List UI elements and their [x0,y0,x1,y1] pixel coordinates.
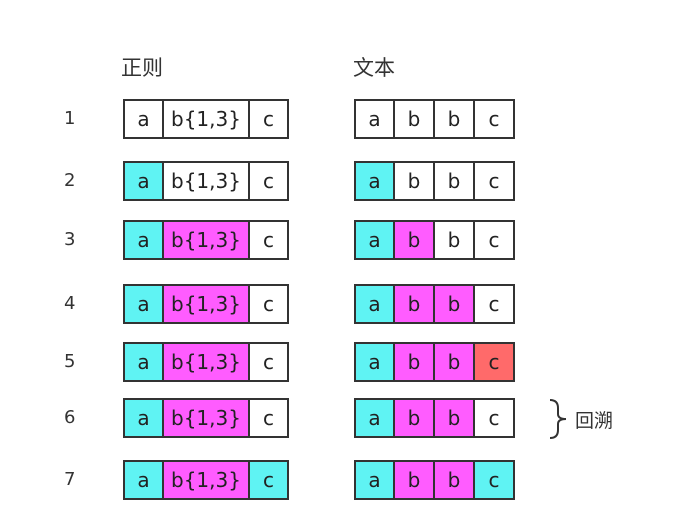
regex-token-cell: b{1,3} [162,460,250,500]
text-char-cell: c [473,398,515,438]
text-char-cell: b [433,460,475,500]
backtrack-brace [549,399,567,439]
regex-token-cell: a [123,460,164,500]
step-number: 5 [64,351,76,372]
text-char-cell: a [354,460,395,500]
text-char-cell: c [473,342,515,382]
regex-token-cell: a [123,342,164,382]
backtrack-label: 回溯 [575,410,614,432]
text-char-cell: b [393,284,435,324]
step-number: 7 [64,469,76,490]
text-column-header: 文本 [353,56,395,80]
text-char-cell: b [433,398,475,438]
text-char-cell: a [354,220,395,260]
regex-token-cell: a [123,99,164,139]
regex-token-cell: b{1,3} [162,342,250,382]
text-char-cell: b [433,342,475,382]
regex-token-cell: c [248,460,289,500]
text-char-cell: c [473,460,515,500]
regex-token-cell: c [248,99,289,139]
step-number: 6 [64,407,76,428]
regex-token-cell: a [123,220,164,260]
regex-token-cell: a [123,284,164,324]
regex-token-cell: c [248,284,289,324]
regex-token-cell: b{1,3} [162,284,250,324]
text-char-cell: b [393,342,435,382]
regex-token-cell: a [123,161,164,201]
step-number: 4 [64,293,76,314]
step-number: 2 [64,170,76,191]
regex-token-cell: a [123,398,164,438]
text-char-cell: b [433,99,475,139]
regex-token-cell: b{1,3} [162,99,250,139]
text-char-cell: b [393,99,435,139]
regex-token-cell: c [248,220,289,260]
regex-token-cell: c [248,342,289,382]
text-char-cell: b [433,284,475,324]
text-char-cell: a [354,99,395,139]
text-char-cell: c [473,220,515,260]
text-char-cell: c [473,161,515,201]
regex-token-cell: c [248,161,289,201]
regex-token-cell: b{1,3} [162,398,250,438]
step-number: 3 [64,229,76,250]
regex-column-header: 正则 [121,56,163,80]
text-char-cell: a [354,398,395,438]
text-char-cell: a [354,342,395,382]
step-number: 1 [64,108,76,129]
regex-token-cell: c [248,398,289,438]
regex-token-cell: b{1,3} [162,220,250,260]
text-char-cell: c [473,99,515,139]
text-char-cell: b [393,220,435,260]
text-char-cell: b [433,161,475,201]
text-char-cell: a [354,284,395,324]
text-char-cell: a [354,161,395,201]
text-char-cell: b [393,161,435,201]
text-char-cell: b [433,220,475,260]
text-char-cell: b [393,460,435,500]
text-char-cell: c [473,284,515,324]
regex-token-cell: b{1,3} [162,161,250,201]
text-char-cell: b [393,398,435,438]
